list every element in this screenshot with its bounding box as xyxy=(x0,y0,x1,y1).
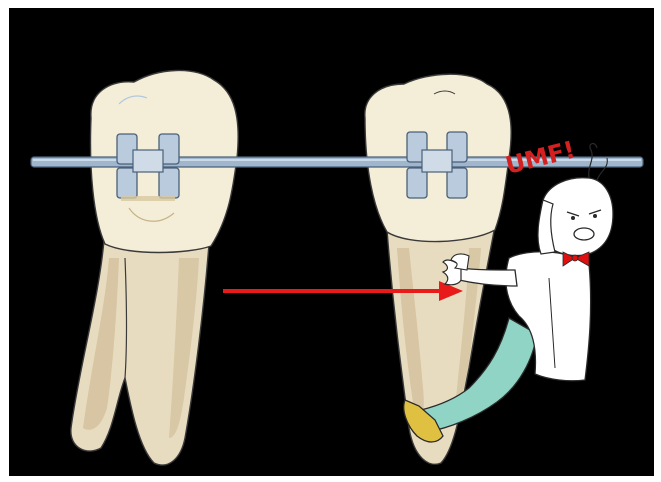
doctor-eye-right xyxy=(593,214,597,218)
doctor-eye-left xyxy=(571,216,575,220)
orthodontic-cartoon: UMF! xyxy=(9,8,654,476)
doctor-mouth xyxy=(574,228,594,240)
umf-exclamation: UMF! xyxy=(503,136,578,180)
left-tooth xyxy=(71,70,238,465)
illustration-panel: UMF! xyxy=(9,8,654,476)
